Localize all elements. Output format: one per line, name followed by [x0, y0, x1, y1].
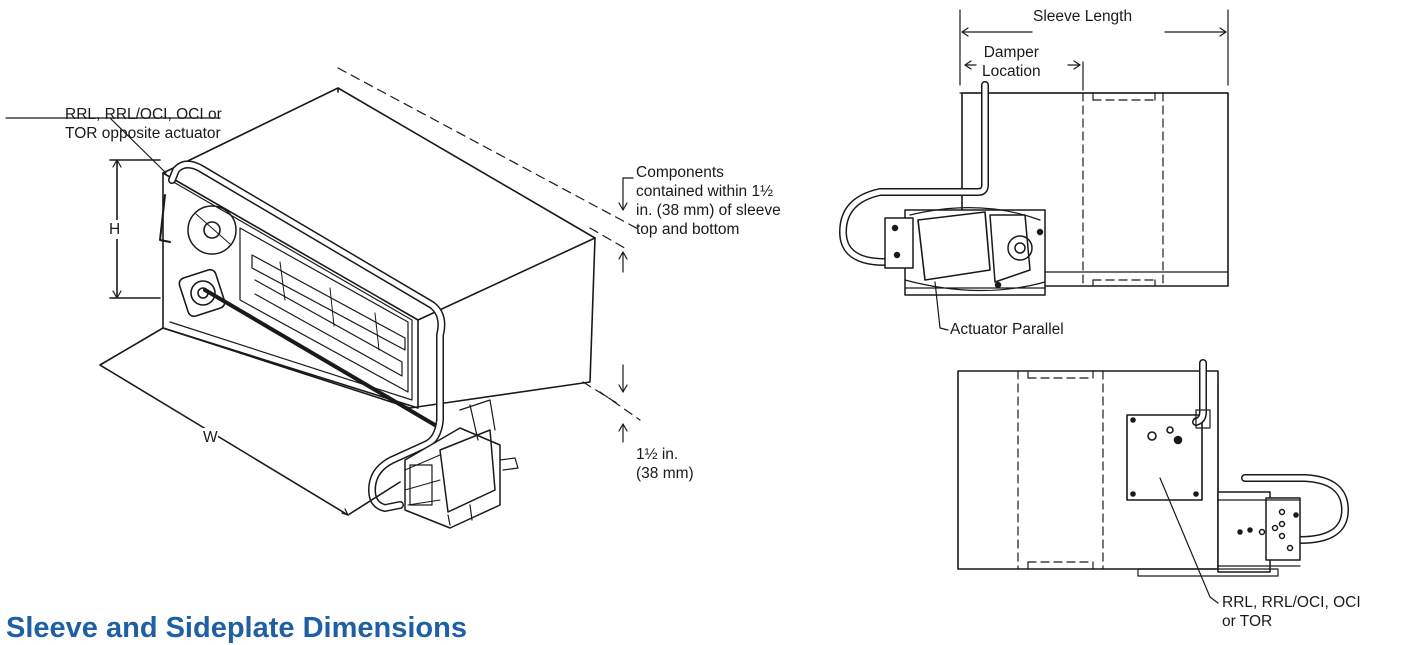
actuator-side	[1137, 491, 1301, 577]
label-rrl-bottom: RRL, RRL/OCI, OCI or TOR	[1222, 594, 1361, 630]
dim-sleeve-length	[959, 9, 1229, 86]
leader-actuator-parallel	[934, 281, 949, 331]
section-heading: Sleeve and Sideplate Dimensions	[6, 612, 467, 644]
actuator-plan	[884, 207, 1046, 296]
dashed-lines	[337, 67, 641, 421]
bottom-plan-view	[957, 359, 1349, 604]
label-actuator-parallel: Actuator Parallel	[950, 321, 1064, 338]
front-frame	[162, 172, 419, 409]
top-plan-view	[839, 9, 1229, 331]
label-width: W	[203, 428, 218, 447]
isometric-damper-view	[5, 67, 641, 529]
sleeve-plan-bottom	[957, 370, 1219, 570]
label-sleeve-length: Sleeve Length	[1033, 8, 1133, 25]
thermal-sensor	[187, 205, 237, 255]
dim-w	[99, 327, 401, 516]
damper-blade	[251, 254, 406, 351]
mounting-plate	[1126, 414, 1203, 501]
dim-damper-location	[964, 61, 1084, 91]
actuator	[404, 399, 519, 529]
leader-rrl-bottom	[1159, 477, 1219, 604]
label-height: H	[109, 220, 121, 239]
label-rrl-opposite-actuator: RRL, RRL/OCI, OCI or TOR opposite actuat…	[65, 106, 222, 142]
label-damper-location: Damper Location	[982, 44, 1041, 80]
label-components: Components contained within 1½ in. (38 m…	[636, 164, 781, 238]
label-inches: 1½ in. (38 mm)	[636, 446, 694, 482]
